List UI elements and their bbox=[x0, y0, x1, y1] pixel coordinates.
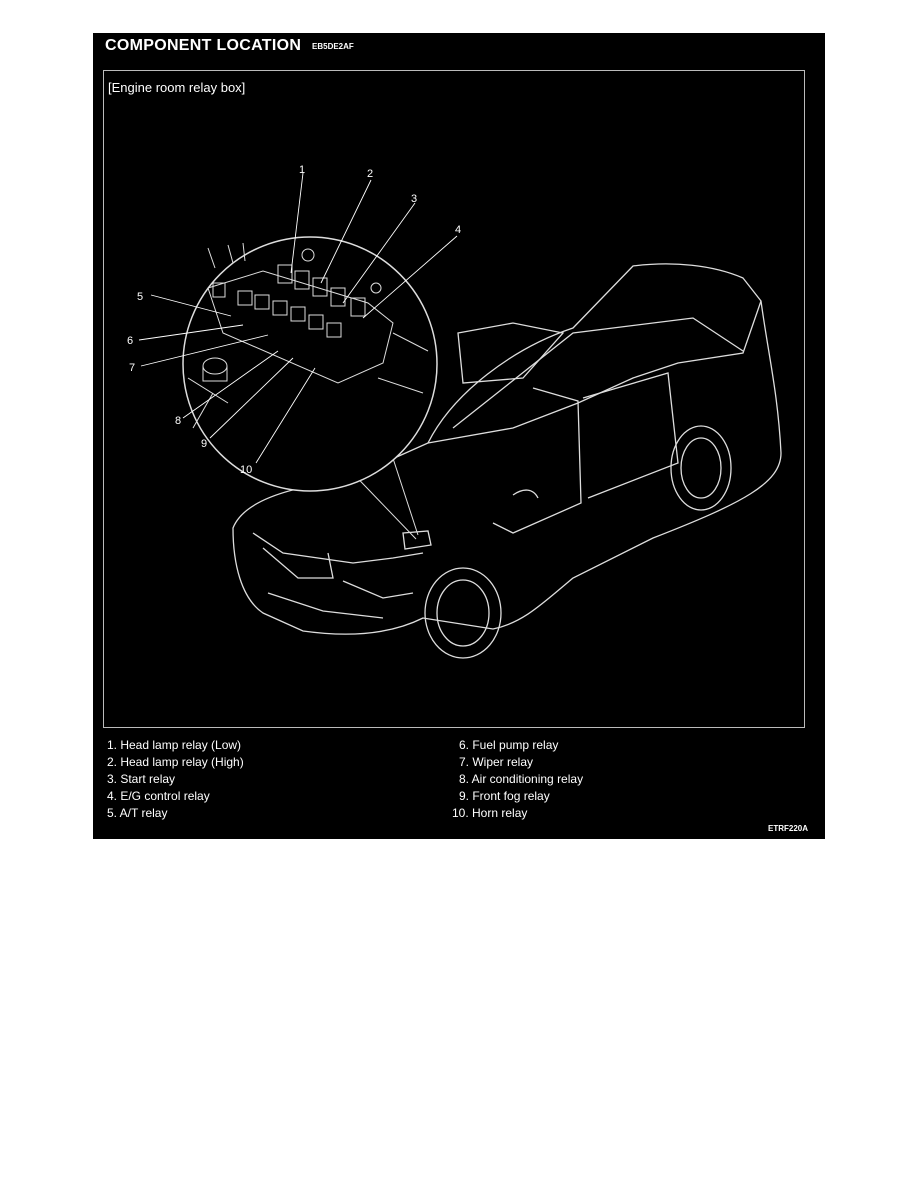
legend-item-10: 10. Horn relay bbox=[452, 806, 528, 820]
callout-10: 10 bbox=[240, 464, 252, 476]
relay-box-illustration: 1 2 3 4 5 6 7 8 9 10 bbox=[127, 164, 782, 659]
legend-item-1: 1. Head lamp relay (Low) bbox=[107, 738, 242, 752]
magnified-relay-box: 1 2 3 4 5 6 7 8 9 10 bbox=[127, 164, 461, 492]
legend-item-5: 5. A/T relay bbox=[107, 806, 168, 820]
figure-title: COMPONENT LOCATION bbox=[105, 37, 302, 54]
legend-item-7: 7. Wiper relay bbox=[459, 755, 534, 769]
panel-label: [Engine room relay box] bbox=[108, 80, 246, 95]
callout-8: 8 bbox=[175, 415, 181, 427]
figure-id: ETRF220A bbox=[767, 824, 808, 833]
callout-3: 3 bbox=[411, 193, 417, 205]
component-location-figure: COMPONENT LOCATION EB5DE2AF [Engine room… bbox=[93, 33, 825, 839]
illustration-panel bbox=[103, 70, 805, 728]
callout-5: 5 bbox=[137, 291, 143, 303]
callout-2: 2 bbox=[367, 168, 373, 180]
legend-item-6: 6. Fuel pump relay bbox=[459, 738, 559, 752]
callout-9: 9 bbox=[201, 438, 207, 450]
callout-6: 6 bbox=[127, 335, 133, 347]
figure-code: EB5DE2AF bbox=[312, 42, 354, 51]
legend-item-4: 4. E/G control relay bbox=[107, 789, 210, 803]
callout-7: 7 bbox=[129, 362, 135, 374]
legend-item-2: 2. Head lamp relay (High) bbox=[107, 755, 244, 769]
callout-4: 4 bbox=[455, 224, 461, 236]
legend-item-8: 8. Air conditioning relay bbox=[459, 772, 584, 786]
callout-1: 1 bbox=[299, 164, 305, 176]
legend-item-3: 3. Start relay bbox=[107, 772, 176, 786]
legend-item-9: 9. Front fog relay bbox=[459, 789, 550, 803]
car-illustration bbox=[232, 263, 782, 659]
